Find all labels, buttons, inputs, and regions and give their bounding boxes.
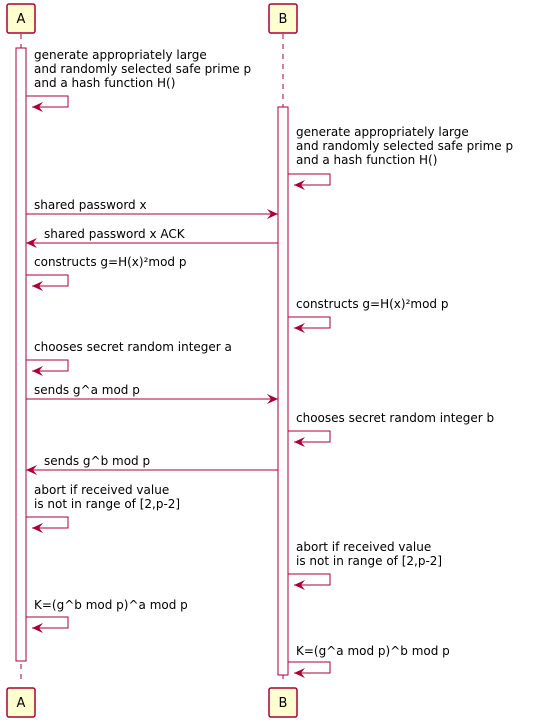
message-label: is not in range of [2,p-2] [34, 497, 180, 511]
participant-box [6, 3, 36, 34]
participant-box [268, 687, 298, 718]
self-message-arrow [288, 573, 331, 590]
self-message-arrow [26, 95, 69, 112]
message-label: abort if received value [34, 483, 169, 497]
message-10: sends g^b mod p [26, 454, 278, 475]
message-9: chooses secret random integer b [288, 411, 494, 447]
message-label: constructs g=H(x)²mod p [296, 297, 448, 311]
self-message-arrow [26, 516, 69, 533]
participant-a-top: A [6, 3, 36, 34]
self-message-arrow [288, 316, 331, 333]
message-13: K=(g^b mod p)^a mod p [26, 598, 188, 633]
message-label: K=(g^a mod p)^b mod p [296, 644, 450, 658]
participant-b-bottom: B [268, 687, 298, 718]
participant-b-top: B [268, 3, 298, 34]
message-label: constructs g=H(x)²mod p [34, 255, 186, 269]
message-label: generate appropriately large [296, 125, 469, 139]
participant-a-bottom: A [6, 687, 36, 718]
participant-box [268, 3, 298, 34]
message-label: and a hash function H() [34, 76, 175, 90]
message-2: generate appropriately large and randoml… [288, 125, 513, 190]
self-message-arrow [26, 359, 69, 376]
self-message-arrow [288, 661, 331, 678]
message-label: abort if received value [296, 540, 431, 554]
message-14: K=(g^a mod p)^b mod p [288, 644, 450, 678]
self-message-arrow [26, 616, 69, 633]
self-message-arrow [288, 173, 331, 190]
message-label: sends g^a mod p [34, 383, 140, 397]
participant-label: A [17, 696, 26, 711]
message-3: shared password x [26, 198, 278, 219]
message-12: abort if received value is not in range … [288, 540, 442, 590]
message-label: is not in range of [2,p-2] [296, 554, 442, 568]
participant-label: A [17, 12, 26, 27]
participant-box [6, 687, 36, 718]
message-8: sends g^a mod p [26, 383, 278, 404]
message-label: generate appropriately large [34, 48, 207, 62]
message-11: abort if received value is not in range … [26, 483, 180, 533]
message-label: shared password x [34, 198, 147, 212]
participant-label: B [279, 12, 288, 27]
message-4: shared password x ACK [26, 227, 278, 248]
message-7: chooses secret random integer a [26, 340, 232, 376]
message-label: sends g^b mod p [44, 454, 150, 468]
message-label: K=(g^b mod p)^a mod p [34, 598, 188, 612]
message-6: constructs g=H(x)²mod p [288, 297, 448, 333]
self-message-arrow [26, 274, 69, 291]
message-label: shared password x ACK [44, 227, 186, 241]
message-1: generate appropriately large and randoml… [26, 48, 251, 112]
activation-bar-b [277, 106, 289, 676]
message-label: chooses secret random integer b [296, 411, 494, 425]
activation-bar-a [15, 47, 27, 662]
message-label: and randomly selected safe prime p [296, 139, 513, 153]
self-message-arrow [288, 430, 331, 447]
message-label: and a hash function H() [296, 153, 437, 167]
message-5: constructs g=H(x)²mod p [26, 255, 186, 291]
message-label: chooses secret random integer a [34, 340, 232, 354]
message-label: and randomly selected safe prime p [34, 62, 251, 76]
participant-label: B [279, 696, 288, 711]
